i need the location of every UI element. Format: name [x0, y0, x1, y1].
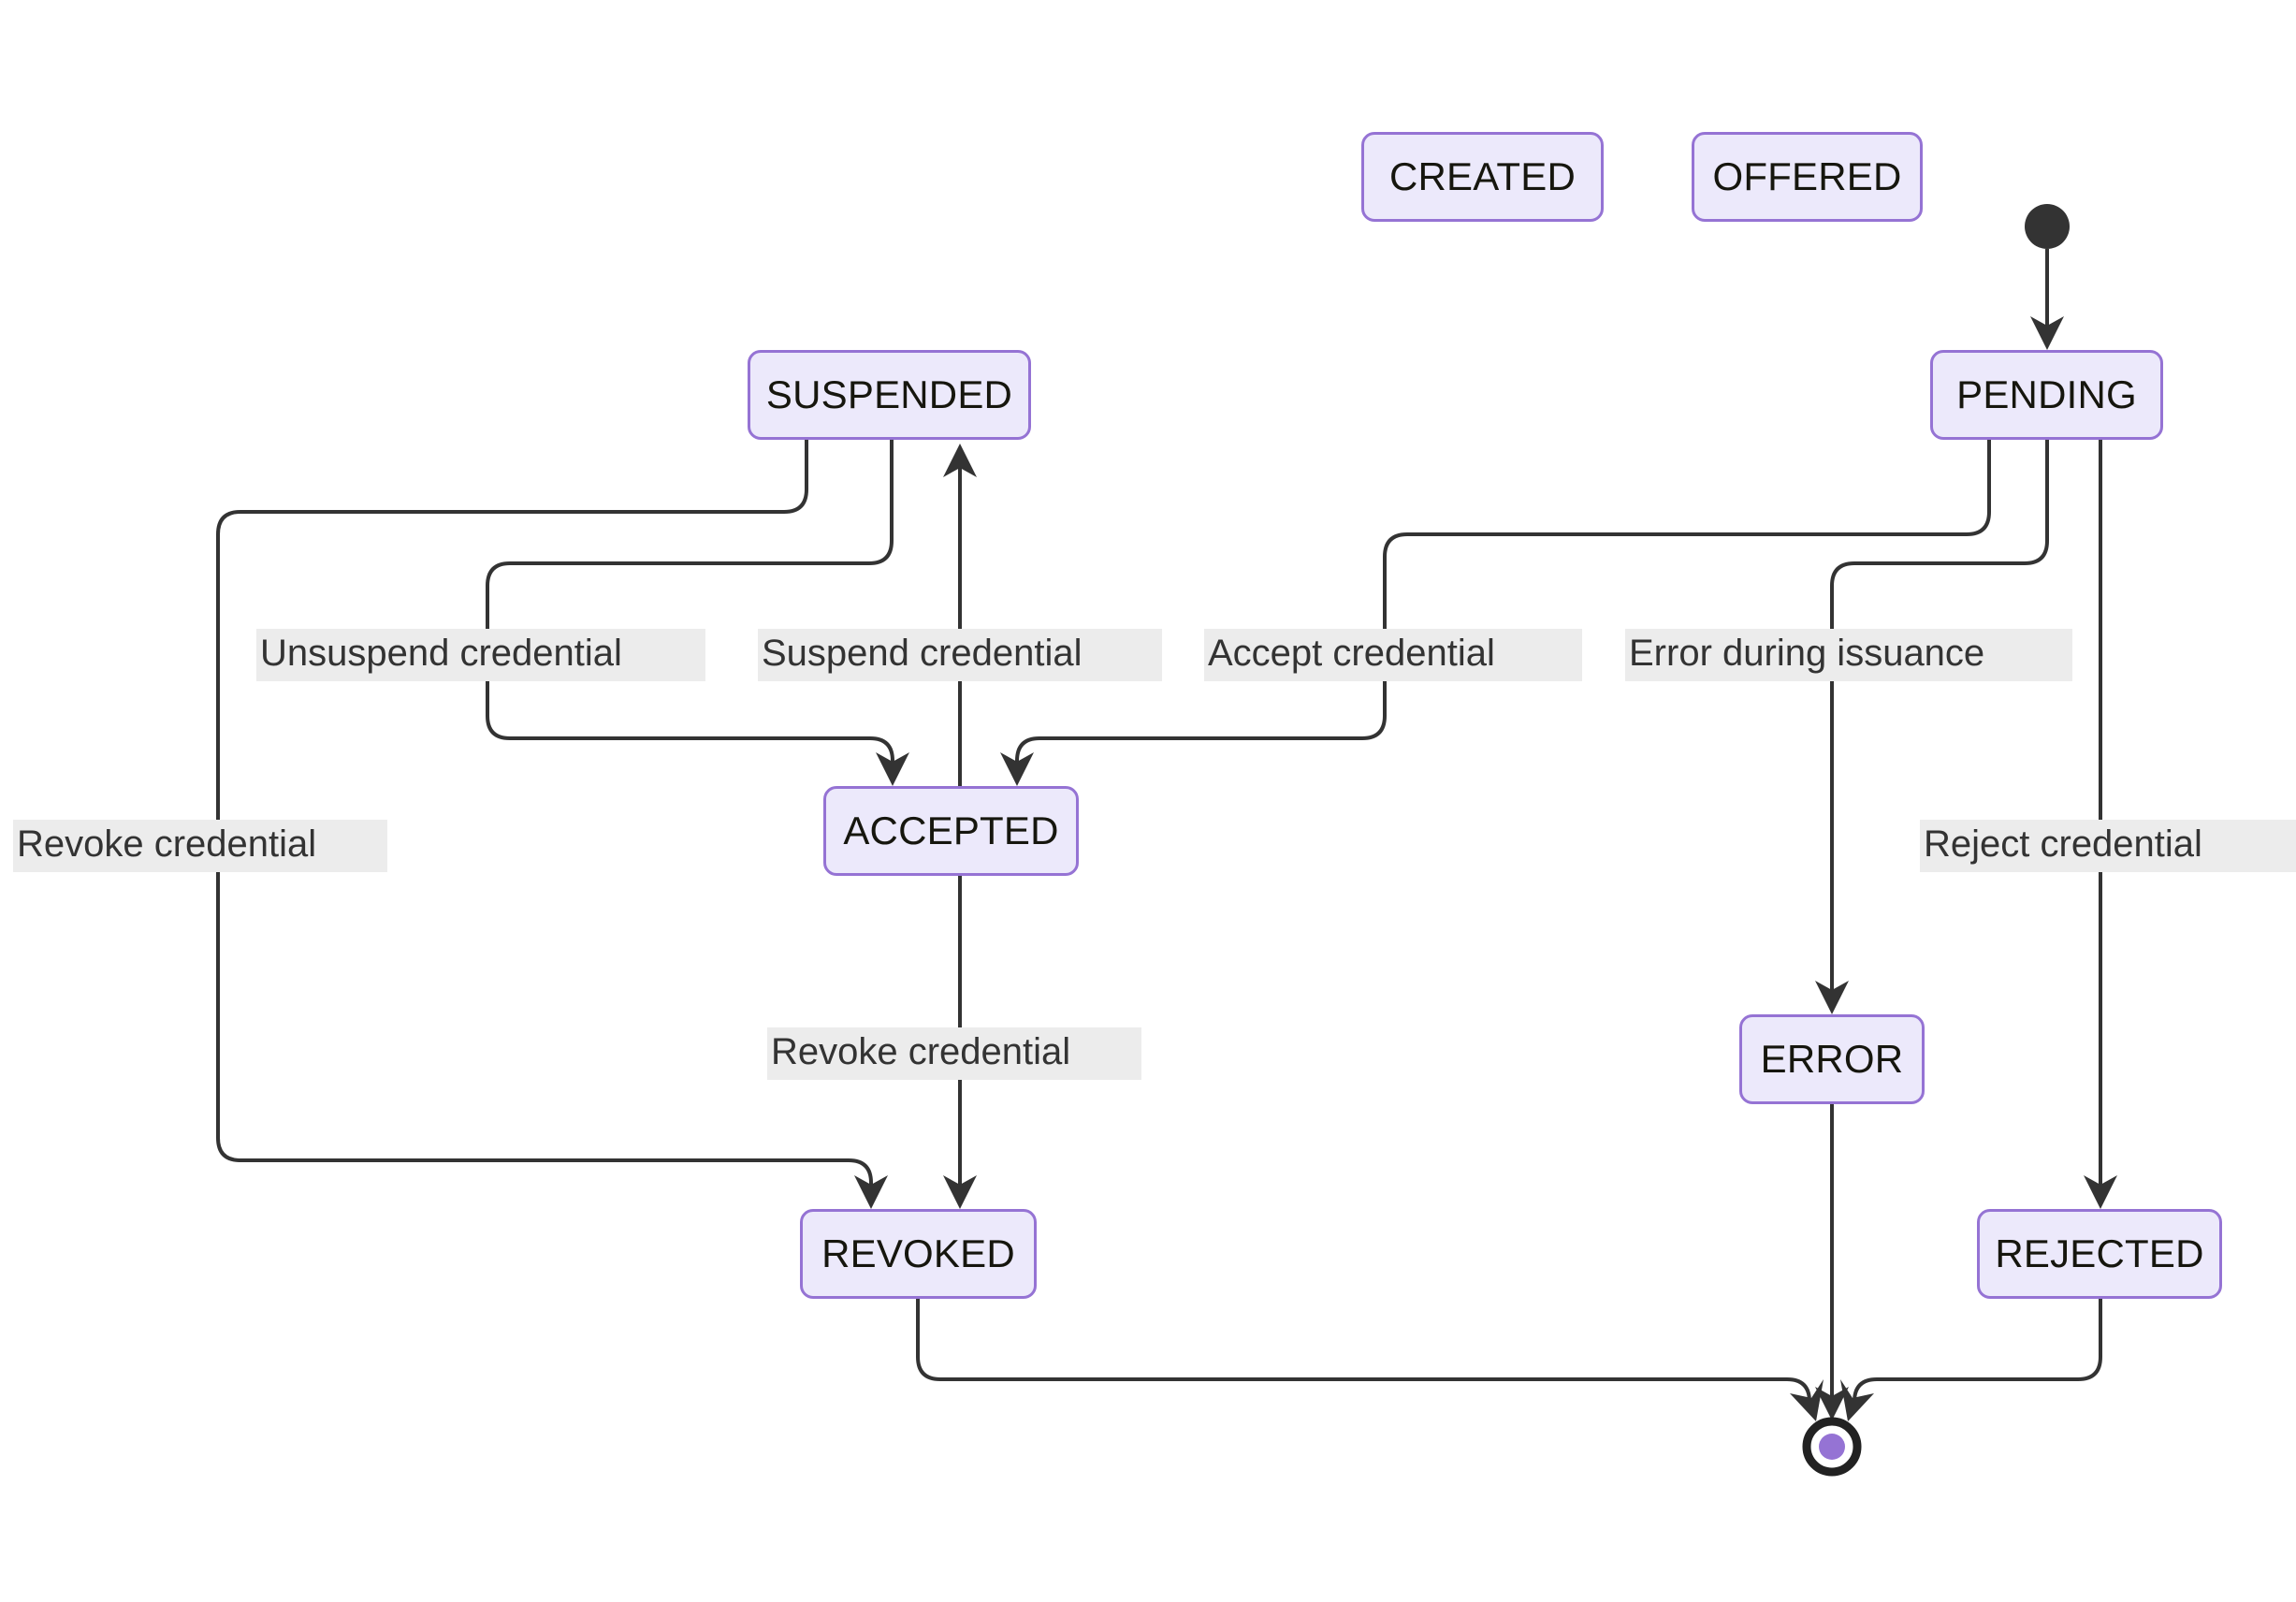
- edge-pending-to-rejected: [2084, 440, 2117, 1209]
- state-label-offered: OFFERED: [1712, 154, 1902, 198]
- edge-label-revoke-credential-accepted: Revoke credential: [767, 1027, 1141, 1080]
- state-label-rejected: REJECTED: [1995, 1231, 2204, 1275]
- edge-revoked-to-end: [916, 1299, 1824, 1421]
- edge-pending-to-error: [1815, 440, 2049, 1014]
- state-node-created[interactable]: CREATED: [1361, 132, 1604, 222]
- edge-start-to-pending: [2030, 249, 2064, 350]
- edge-label-error-during-issuance: Error during issuance: [1625, 629, 2072, 681]
- state-label-pending: PENDING: [1956, 372, 2137, 416]
- edge-suspended-to-accepted: [486, 440, 909, 786]
- edge-accepted-to-suspended: [943, 444, 977, 786]
- edge-label-reject-credential: Reject credential: [1920, 820, 2296, 872]
- edge-label-unsuspend-credential: Unsuspend credential: [256, 629, 705, 681]
- state-label-revoked: REVOKED: [821, 1231, 1015, 1275]
- state-label-error: ERROR: [1760, 1037, 1904, 1081]
- edge-label-accept-credential: Accept credential: [1204, 629, 1582, 681]
- state-node-rejected[interactable]: REJECTED: [1977, 1209, 2222, 1299]
- state-node-pending[interactable]: PENDING: [1930, 350, 2163, 440]
- state-node-suspended[interactable]: SUSPENDED: [748, 350, 1031, 440]
- edge-label-revoke-credential-suspended: Revoke credential: [13, 820, 387, 872]
- edge-rejected-to-end: [1840, 1299, 2102, 1421]
- state-node-error[interactable]: ERROR: [1739, 1014, 1925, 1104]
- state-label-created: CREATED: [1389, 154, 1576, 198]
- state-label-suspended: SUSPENDED: [765, 372, 1013, 416]
- start-state-marker: [2025, 204, 2070, 249]
- state-node-offered[interactable]: OFFERED: [1692, 132, 1923, 222]
- state-node-revoked[interactable]: REVOKED: [800, 1209, 1037, 1299]
- edge-error-to-end: [1815, 1104, 1849, 1420]
- edge-label-suspend-credential: Suspend credential: [758, 629, 1162, 681]
- edge-pending-to-accepted: [1000, 440, 1991, 786]
- state-node-accepted[interactable]: ACCEPTED: [823, 786, 1079, 876]
- end-state-marker: [1802, 1417, 1862, 1477]
- state-label-accepted: ACCEPTED: [843, 808, 1059, 852]
